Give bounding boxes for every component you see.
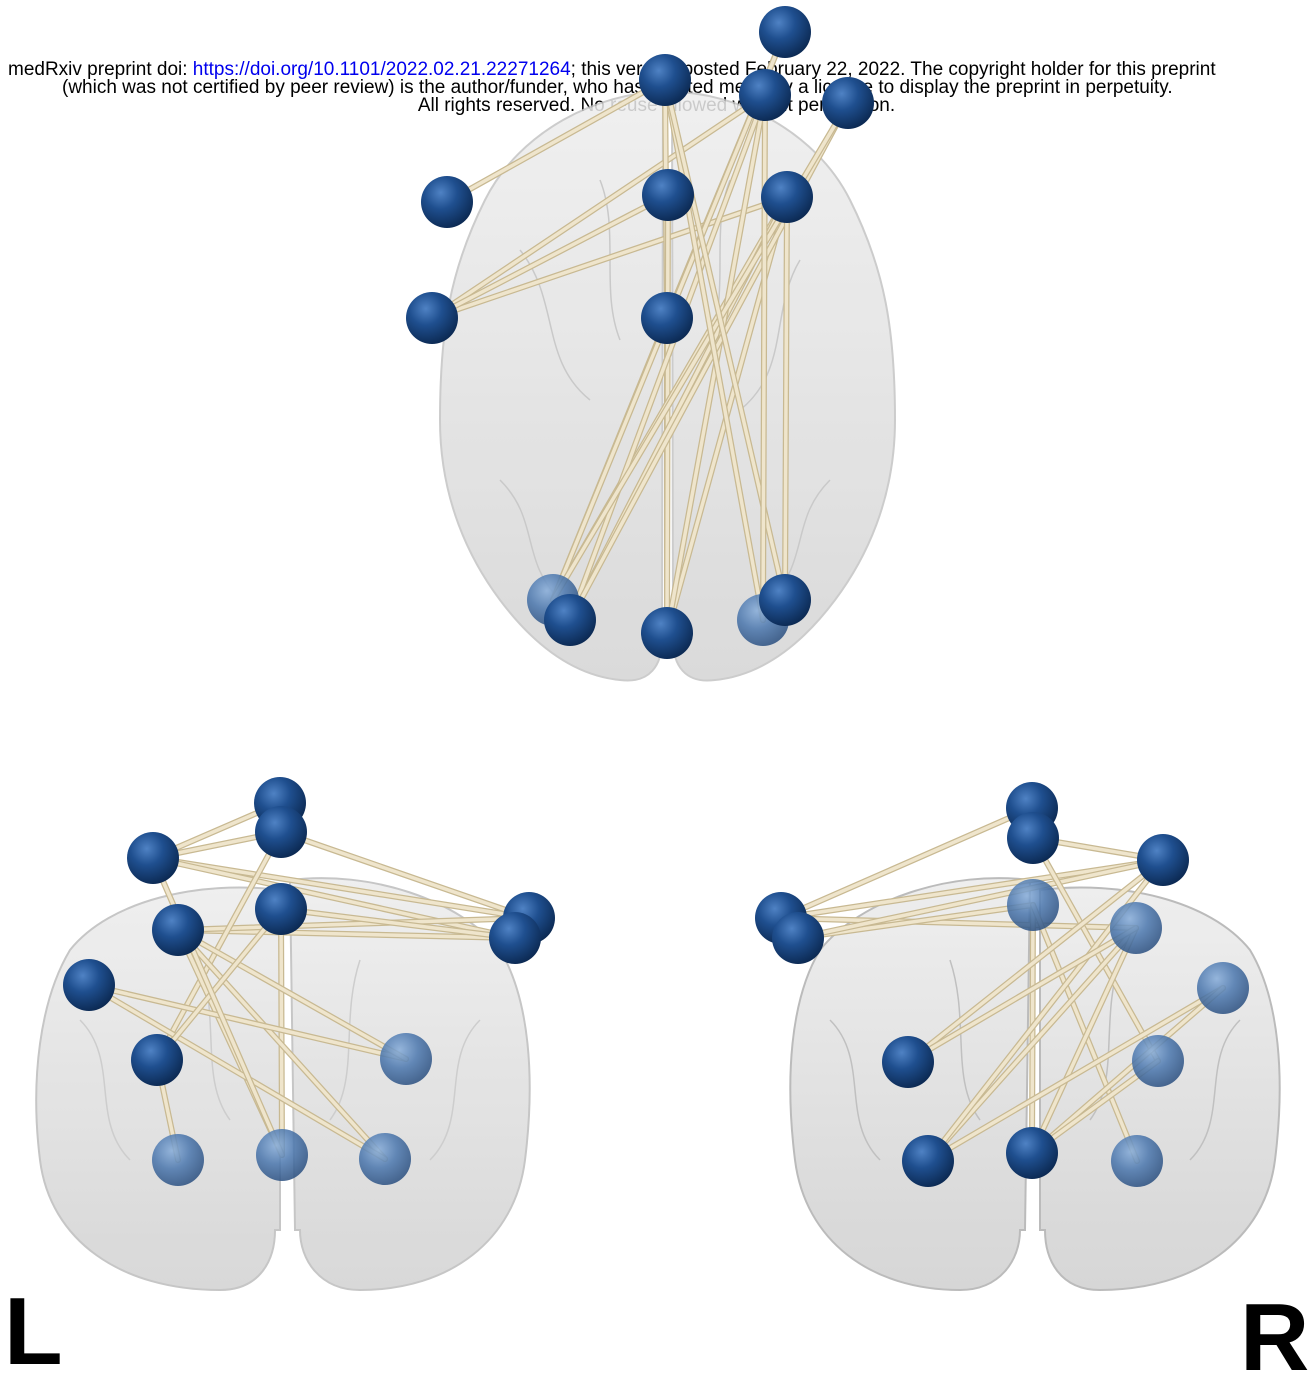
connection-edge <box>279 907 517 940</box>
region-node <box>63 959 115 1011</box>
region-node <box>641 292 693 344</box>
connection-edge <box>151 856 531 920</box>
connection-edge <box>151 856 517 940</box>
left-side-label: L <box>4 1278 63 1385</box>
connection-edge <box>568 93 767 622</box>
left-view-sulci <box>79 959 481 1161</box>
connection-edge <box>783 195 789 602</box>
region-node <box>127 832 179 884</box>
connection-edge <box>445 78 667 204</box>
connection-edge <box>796 858 1165 940</box>
connection-edge <box>279 830 531 920</box>
connection-edge <box>87 983 408 1061</box>
region-node <box>761 171 813 223</box>
region-node <box>902 1135 954 1187</box>
region-node <box>255 806 307 858</box>
region-node <box>131 1034 183 1086</box>
region-node <box>822 77 874 129</box>
region-node <box>1132 1035 1184 1087</box>
connection-edge <box>779 806 1034 920</box>
right-view-brain <box>789 877 1281 1292</box>
connection-edge <box>1030 1059 1160 1155</box>
region-node <box>406 292 458 344</box>
region-node <box>759 6 811 58</box>
right-view-hemisphere-b <box>1039 886 1281 1292</box>
connection-edge <box>430 93 767 320</box>
region-node <box>882 1036 934 1088</box>
left-hemisphere-axial <box>438 90 665 682</box>
right-view-sulci <box>829 959 1241 1161</box>
region-node <box>1007 879 1059 931</box>
region-node <box>256 1129 308 1181</box>
connection-edge <box>663 78 765 622</box>
region-node <box>421 176 473 228</box>
region-node <box>380 1033 432 1085</box>
region-node <box>642 169 694 221</box>
region-node <box>152 904 204 956</box>
region-node <box>1110 902 1162 954</box>
region-node <box>489 912 541 964</box>
region-node <box>1006 1127 1058 1179</box>
connection-edge <box>176 916 531 932</box>
region-node <box>255 883 307 935</box>
connection-edge <box>779 858 1165 920</box>
header-line-2: (which was not certified by peer review)… <box>62 77 1173 98</box>
header-line-1: medRxiv preprint doi: https://doi.org/10… <box>8 59 1216 80</box>
region-node <box>1007 812 1059 864</box>
region-node <box>1111 1135 1163 1187</box>
region-node <box>544 594 596 646</box>
axial-sulci <box>499 179 831 601</box>
connection-edge <box>87 983 387 1161</box>
region-node <box>1197 962 1249 1014</box>
right-side-label: R <box>1240 1284 1310 1391</box>
connection-edge <box>926 926 1138 1163</box>
connection-edge <box>176 928 408 1061</box>
connection-edge <box>906 926 1138 1064</box>
connection-edge <box>1030 926 1138 1155</box>
connection-edge <box>430 193 670 320</box>
left-view-hemisphere-a <box>35 886 281 1292</box>
region-node <box>359 1133 411 1185</box>
region-node <box>152 1134 204 1186</box>
connection-edge <box>176 928 517 940</box>
connection-edge <box>176 928 387 1161</box>
connection-edge <box>430 195 789 320</box>
regions <box>63 6 1249 1187</box>
region-node <box>772 912 824 964</box>
connection-edge <box>926 986 1225 1163</box>
connection-edge <box>906 858 1165 1064</box>
connection-edge <box>155 830 283 1062</box>
connection-edge <box>665 193 670 635</box>
region-node <box>1137 834 1189 886</box>
region-node <box>739 69 791 121</box>
region-node <box>639 54 691 106</box>
connection-edge <box>155 907 283 1062</box>
connection-edge <box>1030 986 1225 1155</box>
region-node <box>759 574 811 626</box>
connection-edge <box>761 93 767 622</box>
doi-link[interactable]: https://doi.org/10.1101/2022.02.21.22271… <box>192 59 571 80</box>
region-node <box>641 607 693 659</box>
